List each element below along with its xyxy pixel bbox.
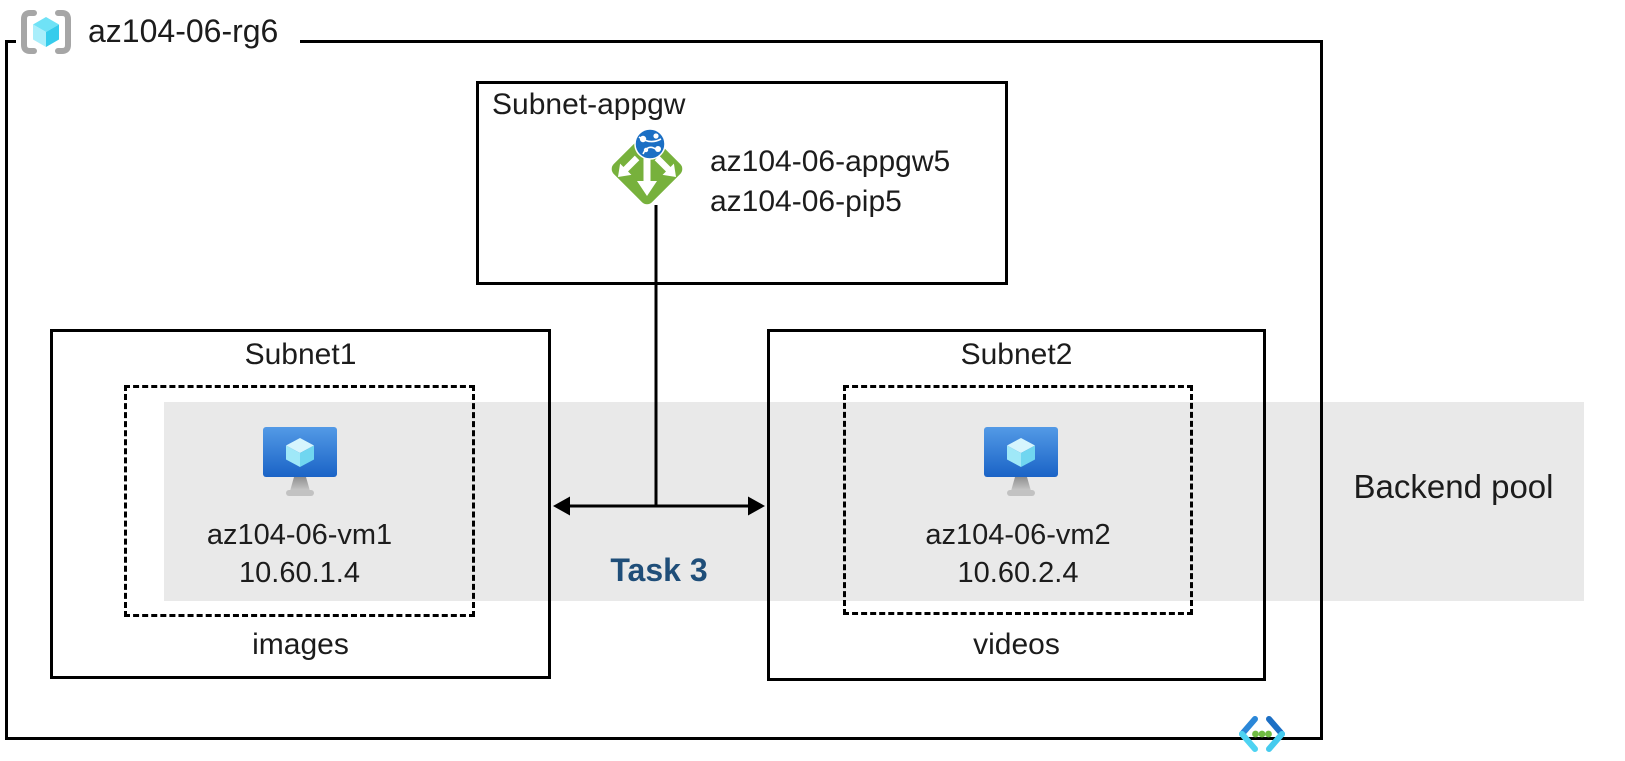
- vm2-ip: 10.60.2.4: [957, 557, 1079, 589]
- subnet2-label: Subnet2: [960, 338, 1073, 371]
- subnet1-box: [50, 329, 551, 679]
- resource-group-box: [5, 40, 1323, 740]
- virtual-network-icon: [1239, 716, 1285, 752]
- vm1-labels: az104-06-vm1 10.60.1.4: [124, 516, 475, 592]
- vm1-name: az104-06-vm1: [206, 519, 393, 551]
- resource-group-border-gap: [16, 36, 300, 47]
- application-gateway-icon: [611, 128, 683, 205]
- subnet1-backend-dashed-box: [124, 385, 475, 617]
- subnet-appgw-box: [476, 81, 1008, 285]
- appgw-resource-names: az104-06-appgw5 az104-06-pip5: [710, 142, 950, 222]
- resource-group-title: az104-06-rg6: [88, 13, 279, 49]
- subnet1-folder-label: images: [252, 628, 349, 661]
- subnet2-box: [767, 329, 1266, 681]
- virtual-machine-icon: [263, 427, 337, 496]
- subnet2-folder-label: videos: [973, 628, 1060, 661]
- backend-pool-band: [164, 402, 1584, 601]
- task-label: Task 3: [610, 552, 708, 588]
- vm1-ip: 10.60.1.4: [239, 557, 360, 589]
- vm2-labels: az104-06-vm2 10.60.2.4: [843, 516, 1193, 592]
- appgw-name: az104-06-appgw5: [710, 145, 951, 178]
- subnet1-label: Subnet1: [244, 338, 357, 371]
- resource-group-icon: [20, 8, 72, 56]
- virtual-machine-icon: [984, 427, 1058, 496]
- subnet2-backend-dashed-box: [843, 385, 1193, 615]
- subnet-appgw-label: Subnet-appgw: [492, 88, 686, 121]
- appgw-pip-name: az104-06-pip5: [710, 185, 902, 218]
- vm2-name: az104-06-vm2: [925, 519, 1111, 551]
- backend-pool-label: Backend pool: [1353, 468, 1554, 505]
